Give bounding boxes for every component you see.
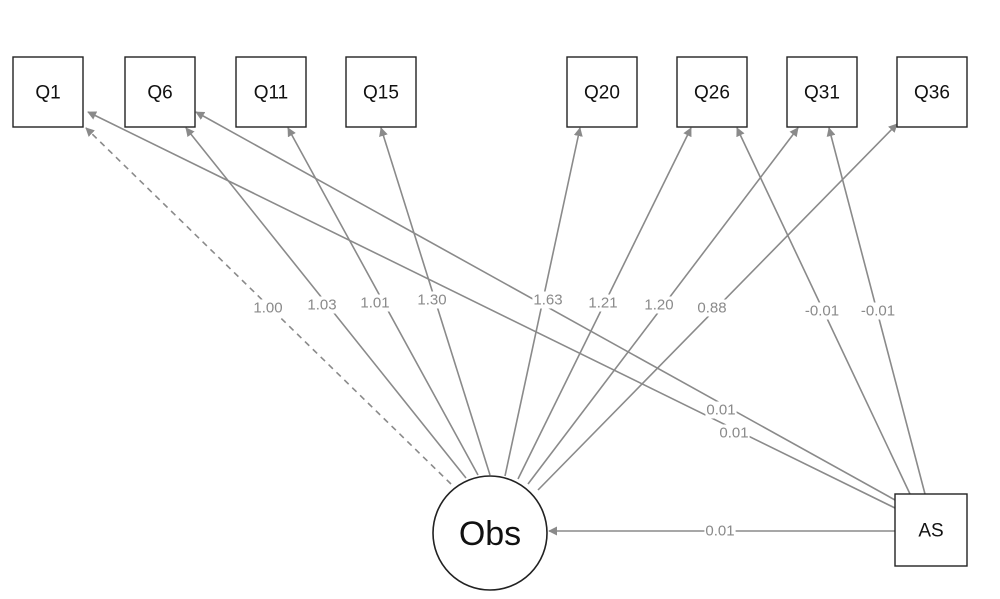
coefficient-label-as-to-q31: -0.01 xyxy=(861,303,895,320)
coefficient-label-background xyxy=(705,401,737,419)
node-q6-label: Q6 xyxy=(147,83,172,104)
node-q31: Q31 xyxy=(786,56,858,128)
coefficient-label-background xyxy=(587,294,619,312)
node-q11: Q11 xyxy=(235,56,307,128)
edges-layer xyxy=(85,111,926,536)
coefficient-label-background xyxy=(704,522,736,540)
node-q20-label: Q20 xyxy=(584,83,620,104)
coefficient-label-as-to-q26: -0.01 xyxy=(805,303,839,320)
node-q11-label: Q11 xyxy=(254,83,289,104)
coefficient-label-as-to-q1: 0.01 xyxy=(719,425,748,442)
node-q15-box xyxy=(345,56,417,128)
coefficient-label-background xyxy=(359,294,391,312)
coefficient-label-background xyxy=(696,299,728,317)
node-as: AS xyxy=(894,493,968,567)
coefficient-label-obs-to-q11: 1.01 xyxy=(360,295,389,312)
coefficient-label-obs-to-q6: 1.03 xyxy=(307,297,336,314)
coefficient-label-background xyxy=(532,291,564,309)
coefficient-label-obs-to-q20: 1.63 xyxy=(533,292,562,309)
coefficient-label-background xyxy=(252,299,284,317)
node-q26-label: Q26 xyxy=(694,83,730,104)
coefficient-label-obs-to-q26: 1.21 xyxy=(588,295,617,312)
coefficient-label-background xyxy=(718,424,750,442)
node-q1-label: Q1 xyxy=(35,83,60,104)
node-q36-box xyxy=(896,56,968,128)
path-as-to-q1 xyxy=(87,111,896,509)
node-as-label: AS xyxy=(918,521,943,542)
node-q1: Q1 xyxy=(12,56,84,128)
coefficient-label-obs-to-q31: 1.20 xyxy=(644,297,673,314)
node-q6-box xyxy=(124,56,196,128)
coefficient-label-as-to-obs: 0.01 xyxy=(705,523,734,540)
node-q26: Q26 xyxy=(676,56,748,128)
node-q1-box xyxy=(12,56,84,128)
node-as-box xyxy=(894,493,968,567)
coefficient-label-as-to-q6: 0.01 xyxy=(706,402,735,419)
node-obs-circle xyxy=(432,475,548,591)
coefficient-label-background xyxy=(416,291,448,309)
coefficient-label-background xyxy=(803,302,841,320)
node-q15: Q15 xyxy=(345,56,417,128)
node-q6: Q6 xyxy=(124,56,196,128)
node-q31-label: Q31 xyxy=(804,83,840,104)
node-q36: Q36 xyxy=(896,56,968,128)
coefficient-labels-layer: 1.00 1.03 1.01 1.30 1.63 1.21 1.20 0.88 -0.01 -0.… xyxy=(252,291,897,540)
node-obs: Obs xyxy=(432,475,548,591)
coefficient-label-background xyxy=(306,296,338,314)
node-q31-box xyxy=(786,56,858,128)
coefficient-label-obs-to-q15: 1.30 xyxy=(417,292,446,309)
node-q20: Q20 xyxy=(566,56,638,128)
coefficient-label-obs-to-q36: 0.88 xyxy=(697,300,726,317)
coefficient-label-background xyxy=(643,296,675,314)
coefficient-label-background xyxy=(859,302,897,320)
node-q11-box xyxy=(235,56,307,128)
node-obs-label: Obs xyxy=(459,515,521,553)
node-q36-label: Q36 xyxy=(914,83,950,104)
coefficient-label-obs-to-q1: 1.00 xyxy=(253,300,282,317)
node-q20-box xyxy=(566,56,638,128)
node-q26-box xyxy=(676,56,748,128)
node-q15-label: Q15 xyxy=(363,83,399,104)
